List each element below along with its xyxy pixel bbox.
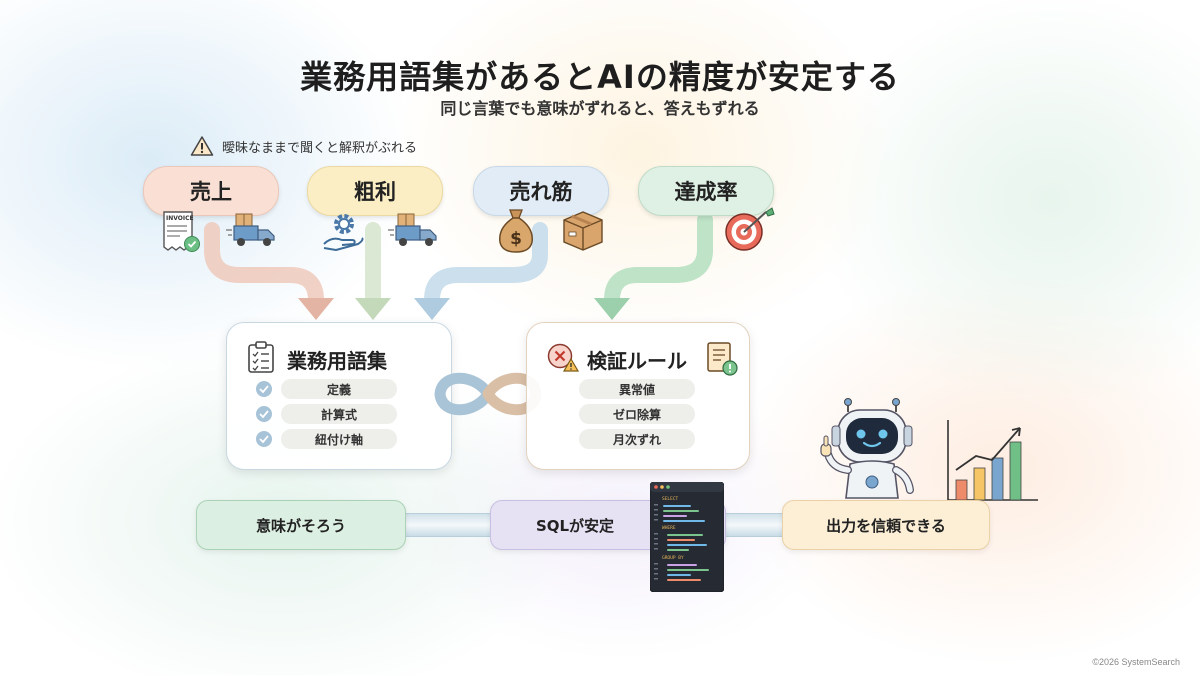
error-warning-icon <box>547 343 579 372</box>
warning-icon <box>190 136 214 156</box>
meaning-aligned-box: 意味がそろう <box>196 500 406 550</box>
validation-item-label: 月次ずれ <box>579 429 695 449</box>
delivery-truck-icon <box>388 213 437 246</box>
arrow-sales <box>204 222 324 308</box>
glossary-item-label: 紐付け軸 <box>281 429 397 449</box>
sql-stable-label: SQLが安定 <box>535 516 615 535</box>
glossary-card: 業務用語集 定義 計算式 紐付け軸 <box>226 322 452 470</box>
term-pill-achievement-rate: 達成率 <box>638 166 774 216</box>
term-pill-best-seller: 売れ筋 <box>473 166 609 216</box>
validation-item-label: 異常値 <box>579 379 695 399</box>
page-title: 業務用語集があるとAIの精度が安定する <box>300 58 900 96</box>
check-icon <box>256 406 272 422</box>
glossary-title: 業務用語集 <box>287 349 387 373</box>
validation-item-label: ゼロ除算 <box>579 404 695 424</box>
term-label: 売上 <box>190 180 232 204</box>
trusted-output-box: 出力を信頼できる <box>782 500 990 550</box>
robot-icon <box>820 398 914 499</box>
flow-connector <box>400 513 494 537</box>
code-editor-icon: SELECT WHERE GROUP BY <box>650 482 724 592</box>
arrowhead-profit <box>355 298 391 320</box>
page-subtitle: 同じ言葉でも意味がずれると、答えもずれる <box>440 99 760 118</box>
glossary-item: 計算式 <box>255 404 397 424</box>
arrow-achievement <box>604 212 713 308</box>
delivery-truck-icon <box>226 213 275 246</box>
code-keyword: GROUP BY <box>662 555 684 561</box>
code-keyword: WHERE <box>662 525 676 531</box>
term-label: 売れ筋 <box>509 180 573 204</box>
arrowhead-sales <box>298 298 334 320</box>
arrow-bestseller <box>424 222 548 308</box>
warning-text: 曖昧なままで聞くと解釈がぶれる <box>222 140 418 156</box>
invoice-icon: INVOICE <box>163 211 200 252</box>
svg-text:$: $ <box>510 229 522 249</box>
bar-chart-growth-icon <box>947 420 1038 501</box>
gear-hand-icon <box>323 214 364 251</box>
arrowhead-achievement <box>594 298 630 320</box>
check-icon <box>256 431 272 447</box>
clipboard-list-icon <box>248 341 274 373</box>
glossary-item-label: 定義 <box>281 379 397 399</box>
arrowhead-bestseller <box>414 298 450 320</box>
term-label: 粗利 <box>354 180 396 204</box>
term-label: 達成率 <box>674 180 738 204</box>
invoice-text: INVOICE <box>166 215 194 222</box>
glossary-item-label: 計算式 <box>281 404 397 424</box>
glossary-item: 紐付け軸 <box>255 429 397 449</box>
box-icon <box>563 211 603 251</box>
validation-rules-card: 検証ルール 異常値 ゼロ除算 月次ずれ <box>526 322 750 470</box>
copyright-notice: ©2026 SystemSearch <box>1092 657 1180 667</box>
warning-note: 曖昧なままで聞くと解釈がぶれる <box>190 135 417 157</box>
validation-title: 検証ルール <box>587 349 687 373</box>
meaning-aligned-label: 意味がそろう <box>255 516 346 535</box>
term-pill-sales: 売上 <box>143 166 279 216</box>
document-alert-icon <box>707 342 738 376</box>
term-pill-gross-profit: 粗利 <box>307 166 443 216</box>
glossary-item: 定義 <box>255 379 397 399</box>
money-bag-icon: $ <box>499 209 533 253</box>
trusted-output-label: 出力を信頼できる <box>826 516 946 535</box>
check-icon <box>256 381 272 397</box>
target-icon <box>725 207 775 251</box>
flow-connector <box>720 513 786 537</box>
code-keyword: SELECT <box>662 496 679 502</box>
